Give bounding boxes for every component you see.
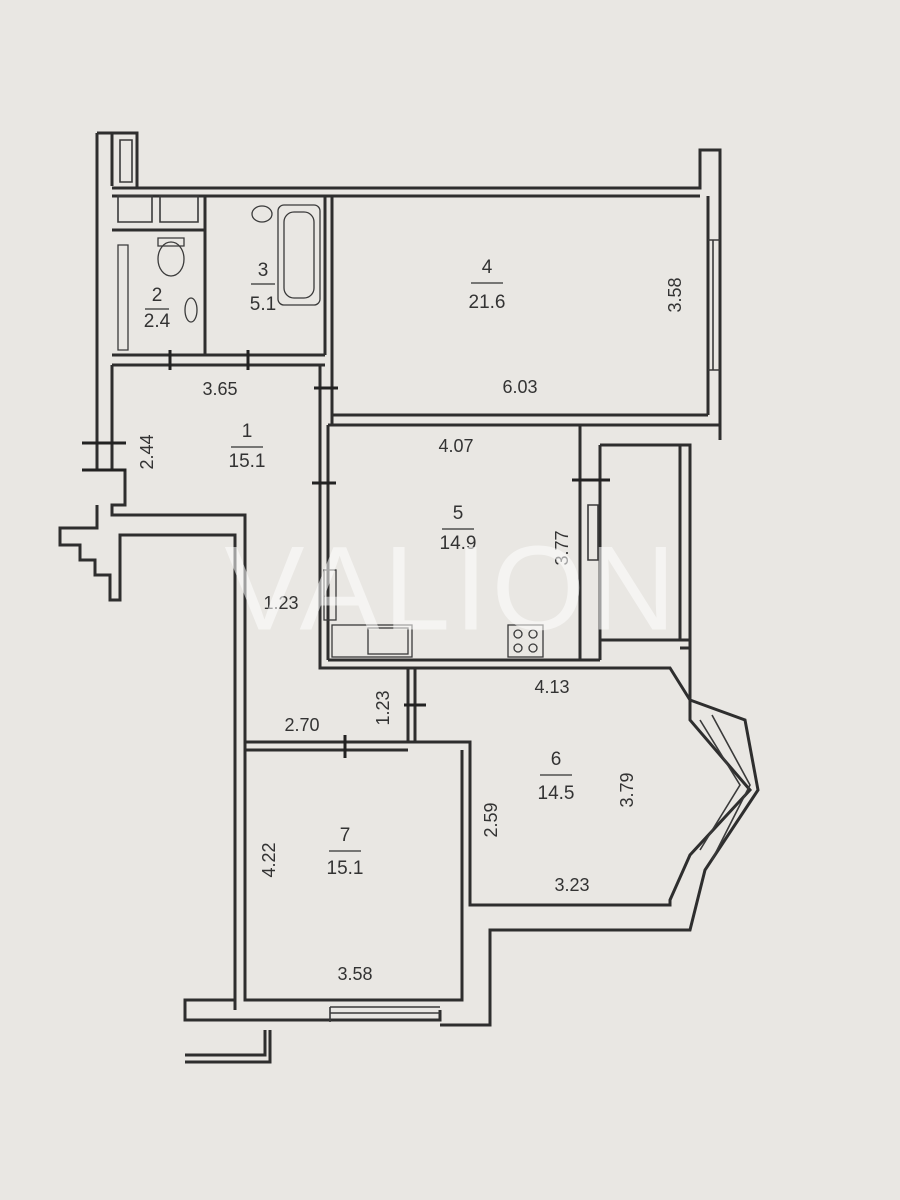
dim-room6-left: 2.59 xyxy=(481,802,501,837)
room-5-area: 14.9 xyxy=(440,533,477,554)
dim-hall-width: 2.70 xyxy=(284,715,319,735)
dim-room5-width: 4.07 xyxy=(438,436,473,456)
room-4-number: 4 xyxy=(482,257,493,278)
walls xyxy=(58,131,760,1064)
room-7-area: 15.1 xyxy=(327,858,364,879)
room-2-area: 2.4 xyxy=(144,311,171,332)
room-6-area: 14.5 xyxy=(538,783,575,804)
room-7-number: 7 xyxy=(340,825,351,846)
dim-room4-width: 6.03 xyxy=(502,377,537,397)
room-6-number: 6 xyxy=(551,749,562,770)
dim-room5-depth: 3.77 xyxy=(552,530,572,565)
dim-room6-bottom: 3.23 xyxy=(554,875,589,895)
fixtures xyxy=(117,204,544,658)
toilet-icon xyxy=(157,241,185,277)
watermark: VALION xyxy=(224,522,679,656)
dim-room6-depth: 3.79 xyxy=(617,772,637,807)
room-5-number: 5 xyxy=(453,503,464,524)
dim-room4-depth: 3.58 xyxy=(665,277,685,312)
stove-icon xyxy=(507,624,544,658)
dim-room1-width: 3.65 xyxy=(202,379,237,399)
room-labels: 2 2.4 3 5.1 4 21.6 1 15.1 5 14.9 6 14.5 … xyxy=(144,257,575,879)
radiator-icon xyxy=(117,244,129,351)
dim-room7-depth: 4.22 xyxy=(259,842,279,877)
sink-icon xyxy=(184,297,198,323)
dim-corridor-width: 1.23 xyxy=(263,593,298,613)
door-marks xyxy=(82,350,610,758)
dim-room1-depth: 2.44 xyxy=(137,434,157,469)
room-1-area: 15.1 xyxy=(229,451,266,472)
dim-room6-top: 4.13 xyxy=(534,677,569,697)
room-1-number: 1 xyxy=(242,421,253,442)
dim-room7-width: 3.58 xyxy=(337,964,372,984)
kitchen-shelf-icon xyxy=(323,569,337,621)
room-3-area: 5.1 xyxy=(250,294,276,315)
dim-passage-width: 1.23 xyxy=(373,690,393,725)
washbasin-icon xyxy=(251,205,273,223)
room-3-number: 3 xyxy=(258,260,269,281)
room-2-number: 2 xyxy=(152,285,163,306)
bathtub-icon xyxy=(277,204,321,306)
room-4-area: 21.6 xyxy=(469,292,506,313)
kitchen-counter-icon xyxy=(331,624,413,658)
dimension-labels: 6.03 3.58 3.65 2.44 4.07 3.77 1.23 1.23 … xyxy=(137,277,685,983)
